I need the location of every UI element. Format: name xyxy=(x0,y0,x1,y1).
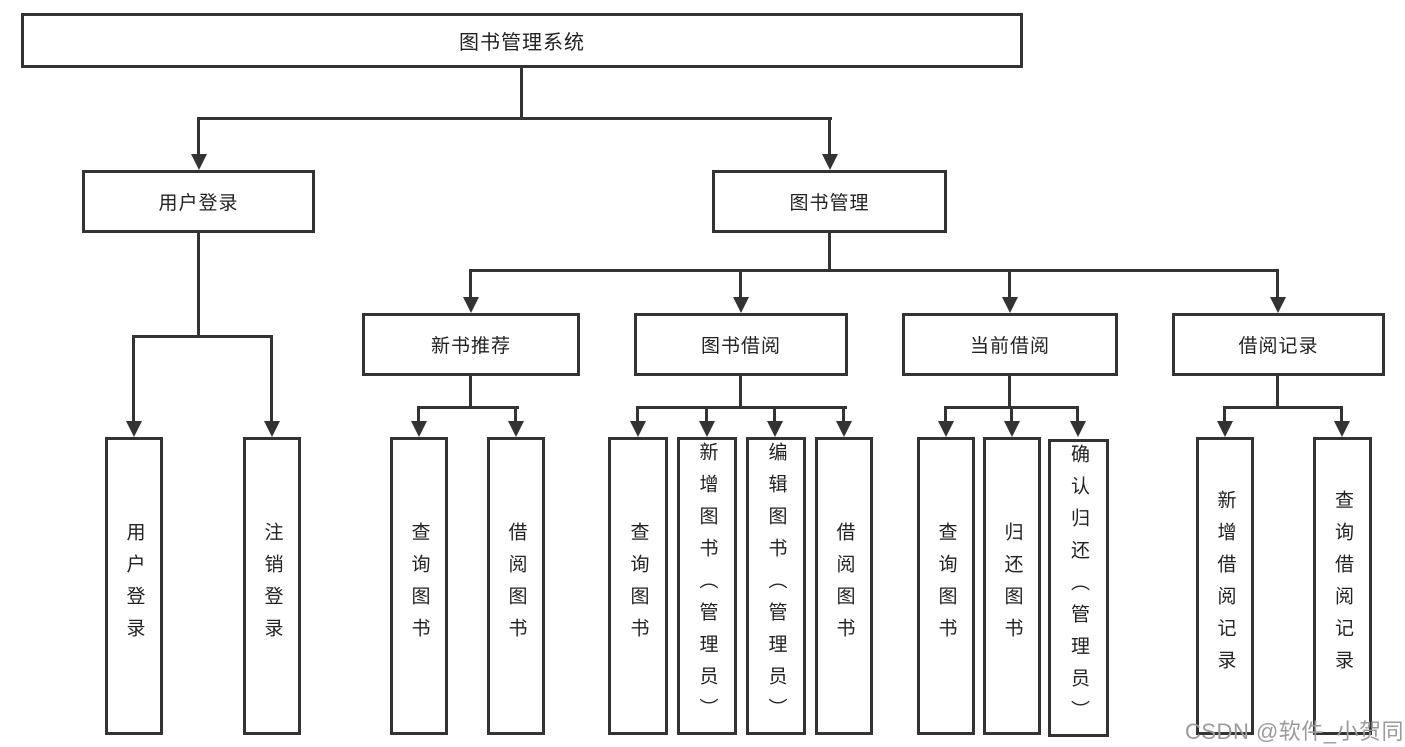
connector-current-stem xyxy=(1008,376,1011,409)
node-current-borrow-label: 当前借阅 xyxy=(969,336,1050,357)
leaf-borrow-books: 借阅图书 xyxy=(815,437,873,735)
connector-bookmgmt-splitter xyxy=(469,269,1279,272)
connector-stem-current xyxy=(1008,269,1011,297)
connector-stem-leaf-3 xyxy=(514,406,517,421)
arrow-leaf-5 xyxy=(699,421,715,437)
node-root: 图书管理系统 xyxy=(21,13,1023,68)
node-current-borrow: 当前借阅 xyxy=(902,313,1118,376)
connector-stem-leaf-9 xyxy=(1010,406,1013,421)
connector-records-stem xyxy=(1276,376,1279,409)
arrow-leaf-10 xyxy=(1070,421,1086,437)
leaf-query-books-current: 查询图书 xyxy=(917,437,975,735)
connector-stem-leaf-10 xyxy=(1076,406,1079,421)
leaf-confirm-return-admin: 确认归还（管理员） xyxy=(1048,439,1109,737)
arrow-leaf-9 xyxy=(1004,421,1020,437)
arrow-leaf-3 xyxy=(508,421,524,437)
connector-stem-book-mgmt xyxy=(828,117,831,154)
connector-stem-leaf-1 xyxy=(270,335,273,421)
arrow-user-login xyxy=(191,154,207,170)
leaf-query-books-recommend-label: 查询图书 xyxy=(408,522,430,650)
leaf-query-borrow-record: 查询借阅记录 xyxy=(1313,437,1372,735)
connector-stem-borrow xyxy=(739,269,742,297)
leaf-return-books: 归还图书 xyxy=(983,437,1041,735)
leaf-user-login-label: 用户登录 xyxy=(123,522,145,650)
connector-newbook-stem xyxy=(469,376,472,409)
connector-userlogin-splitter xyxy=(132,335,273,338)
connector-stem-leaf-4 xyxy=(636,406,639,421)
connector-stem-records xyxy=(1276,269,1279,297)
node-user-login: 用户登录 xyxy=(82,170,315,233)
node-book-management: 图书管理 xyxy=(712,170,947,233)
arrow-leaf-1 xyxy=(264,421,280,437)
leaf-logout: 注销登录 xyxy=(243,437,301,735)
arrow-newbook xyxy=(463,297,479,313)
connector-root-stem xyxy=(520,68,523,118)
leaf-confirm-return-admin-label: 确认归还（管理员） xyxy=(1068,444,1089,732)
connector-stem-leaf-2 xyxy=(417,406,420,421)
arrow-leaf-4 xyxy=(630,421,646,437)
node-borrow-records-label: 借阅记录 xyxy=(1238,336,1319,357)
leaf-logout-label: 注销登录 xyxy=(261,522,283,650)
node-user-login-label: 用户登录 xyxy=(158,193,239,214)
connector-stem-newbook xyxy=(469,269,472,297)
connector-stem-leaf-11 xyxy=(1223,406,1226,421)
arrow-leaf-11 xyxy=(1217,421,1233,437)
leaf-user-login: 用户登录 xyxy=(105,437,163,735)
node-new-book-recommend: 新书推荐 xyxy=(362,313,580,376)
connector-borrow-stem xyxy=(739,376,742,409)
leaf-edit-books-admin-label: 编辑图书（管理员） xyxy=(765,442,787,730)
arrow-leaf-7 xyxy=(836,421,852,437)
leaf-query-books-borrow: 查询图书 xyxy=(608,437,668,735)
arrow-records xyxy=(1270,297,1286,313)
connector-stem-leaf-7 xyxy=(842,406,845,421)
arrow-leaf-6 xyxy=(767,421,783,437)
node-new-book-recommend-label: 新书推荐 xyxy=(430,336,511,357)
connector-bookmgmt-stem xyxy=(828,233,831,272)
connector-root-splitter xyxy=(198,117,832,120)
connector-stem-leaf-5 xyxy=(705,406,708,421)
node-book-borrow-label: 图书借阅 xyxy=(700,336,781,357)
connector-userlogin-stem xyxy=(197,233,200,338)
leaf-query-books-recommend: 查询图书 xyxy=(390,437,448,735)
arrow-book-mgmt xyxy=(822,154,838,170)
connector-stem-leaf-6 xyxy=(773,406,776,421)
connector-stem-leaf-8 xyxy=(944,406,947,421)
node-root-label: 图书管理系统 xyxy=(459,32,585,54)
connector-stem-leaf-12 xyxy=(1340,406,1343,421)
leaf-add-borrow-record-label: 新增借阅记录 xyxy=(1214,490,1236,682)
leaf-query-borrow-record-label: 查询借阅记录 xyxy=(1332,490,1353,682)
arrow-leaf-0 xyxy=(126,421,142,437)
leaf-query-books-borrow-label: 查询图书 xyxy=(627,522,649,650)
node-book-management-label: 图书管理 xyxy=(789,193,870,214)
arrow-current xyxy=(1002,297,1018,313)
leaf-borrow-books-recommend: 借阅图书 xyxy=(487,437,545,735)
connector-stem-leaf-0 xyxy=(132,335,135,421)
node-borrow-records: 借阅记录 xyxy=(1172,313,1385,376)
leaf-add-books-admin-label: 新增图书（管理员） xyxy=(696,442,718,730)
leaf-borrow-books-recommend-label: 借阅图书 xyxy=(505,522,527,650)
connector-newbook-splitter xyxy=(417,406,519,409)
arrow-leaf-2 xyxy=(411,421,427,437)
connector-stem-user-login xyxy=(197,117,200,154)
arrow-leaf-12 xyxy=(1334,421,1350,437)
leaf-add-books-admin: 新增图书（管理员） xyxy=(677,437,737,735)
leaf-borrow-books-label: 借阅图书 xyxy=(833,522,855,650)
leaf-return-books-label: 归还图书 xyxy=(1001,522,1023,650)
arrow-borrow xyxy=(733,297,749,313)
csdn-watermark: CSDN @软件_小贺同学 xyxy=(1185,719,1405,744)
leaf-edit-books-admin: 编辑图书（管理员） xyxy=(746,437,806,735)
leaf-add-borrow-record: 新增借阅记录 xyxy=(1196,437,1254,735)
connector-records-splitter xyxy=(1223,406,1343,409)
connector-borrow-splitter xyxy=(636,406,847,409)
arrow-leaf-8 xyxy=(938,421,954,437)
leaf-query-books-current-label: 查询图书 xyxy=(935,522,957,650)
node-book-borrow: 图书借阅 xyxy=(634,313,848,376)
